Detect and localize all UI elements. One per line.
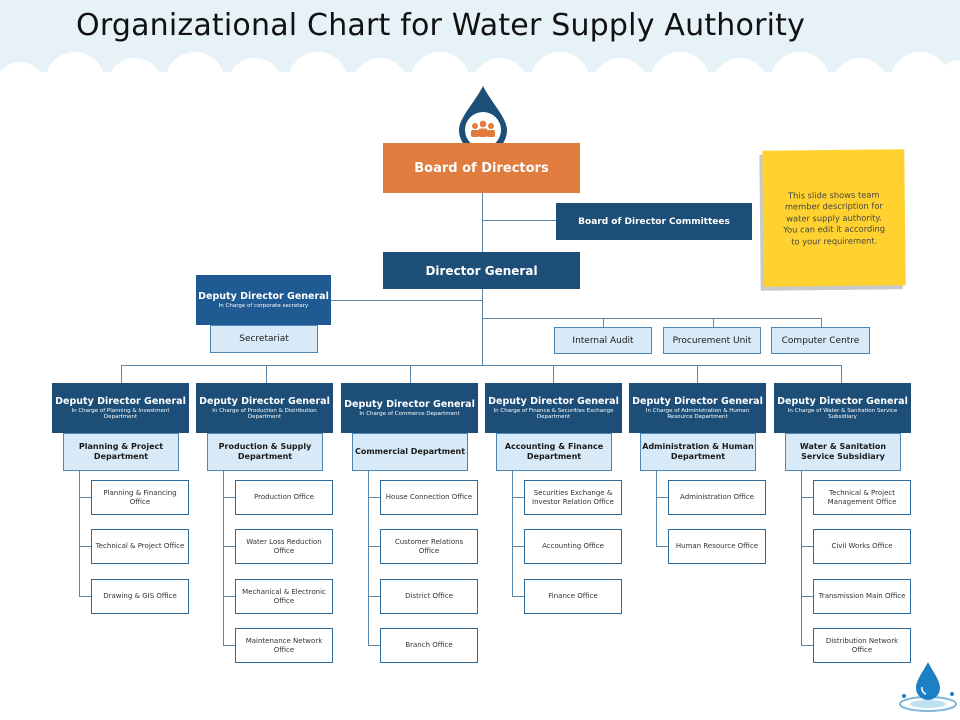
office-box-planning-2: Technical & Project Office bbox=[91, 529, 189, 564]
water-splash-icon bbox=[899, 662, 957, 712]
office-label: Technical & Project Office bbox=[95, 542, 185, 551]
office-label: Maintenance Network Office bbox=[245, 637, 323, 654]
office-box-commercial-3: District Office bbox=[380, 579, 478, 614]
computer-centre-box: Computer Centre bbox=[771, 327, 870, 354]
procurement-unit-box: Procurement Unit bbox=[663, 327, 761, 354]
office-box-water-sanitation-1: Technical & Project Management Office bbox=[813, 480, 911, 515]
office-label: Drawing & GIS Office bbox=[103, 592, 177, 601]
office-label: Technical & Project Management Office bbox=[827, 489, 897, 506]
office-box-accounting-1: Securities Exchange & Investor Relation … bbox=[524, 480, 622, 515]
committees-label: Board of Director Committees bbox=[578, 216, 730, 227]
office-label: Transmission Main Office bbox=[818, 592, 906, 601]
header-cloud-background bbox=[0, 0, 960, 95]
department-label: Water & Sanitation Service Subsidiary bbox=[799, 442, 887, 461]
office-label: Administration Office bbox=[680, 493, 754, 502]
office-label: Civil Works Office bbox=[831, 542, 893, 551]
director-general-box: Director General bbox=[383, 252, 580, 289]
deputy-subtitle: In Charge of Production & Distribution D… bbox=[212, 407, 317, 421]
office-label: Branch Office bbox=[405, 641, 453, 650]
page-title: Organizational Chart for Water Supply Au… bbox=[76, 8, 806, 43]
office-label: Securities Exchange & Investor Relation … bbox=[532, 489, 614, 506]
office-box-administration-2: Human Resource Office bbox=[668, 529, 766, 564]
computer-centre-label: Computer Centre bbox=[781, 335, 860, 346]
water-drop-team-icon bbox=[459, 86, 507, 154]
sticky-note-text: This slide shows team member description… bbox=[783, 189, 886, 247]
office-box-water-sanitation-3: Transmission Main Office bbox=[813, 579, 911, 614]
department-box-accounting: Accounting & Finance Department bbox=[496, 433, 612, 471]
department-label: Administration & Human Department bbox=[642, 442, 754, 461]
procurement-unit-label: Procurement Unit bbox=[672, 335, 752, 346]
deputy-corporate-box: Deputy Director General In Charge of cor… bbox=[196, 275, 331, 325]
office-label: District Office bbox=[405, 592, 453, 601]
department-box-production: Production & Supply Department bbox=[207, 433, 323, 471]
secretariat-label: Secretariat bbox=[239, 334, 289, 344]
office-box-planning-1: Planning & Financing Office bbox=[91, 480, 189, 515]
committees-box: Board of Director Committees bbox=[556, 203, 752, 240]
office-box-production-4: Maintenance Network Office bbox=[235, 628, 333, 663]
office-label: Production Office bbox=[254, 493, 314, 502]
office-box-commercial-4: Branch Office bbox=[380, 628, 478, 663]
office-box-accounting-3: Finance Office bbox=[524, 579, 622, 614]
office-label: Finance Office bbox=[548, 592, 598, 601]
office-box-administration-1: Administration Office bbox=[668, 480, 766, 515]
office-label: Water Loss Reduction Office bbox=[246, 538, 322, 555]
office-label: House Connection Office bbox=[385, 493, 473, 502]
department-box-administration: Administration & Human Department bbox=[640, 433, 756, 471]
deputy-title: Deputy Director General bbox=[632, 395, 763, 407]
office-box-production-1: Production Office bbox=[235, 480, 333, 515]
office-box-commercial-2: Customer Relations Office bbox=[380, 529, 478, 564]
office-box-planning-3: Drawing & GIS Office bbox=[91, 579, 189, 614]
board-of-directors-box: Board of Directors bbox=[383, 143, 580, 193]
office-label: Mechanical & Electronic Office bbox=[242, 588, 326, 605]
director-general-label: Director General bbox=[425, 263, 538, 278]
deputy-title: Deputy Director General bbox=[344, 398, 475, 410]
deputy-title: Deputy Director General bbox=[488, 395, 619, 407]
deputy-subtitle: In Charge of Planning & Investment Depar… bbox=[71, 407, 170, 421]
deputy-title: Deputy Director General bbox=[777, 395, 908, 407]
deputy-corporate-subtitle: In Charge of corporate secretary bbox=[218, 302, 309, 309]
department-box-commercial: Commercial Department bbox=[352, 433, 468, 471]
office-box-accounting-2: Accounting Office bbox=[524, 529, 622, 564]
sticky-note: This slide shows team member description… bbox=[762, 149, 906, 287]
secretariat-box: Secretariat bbox=[210, 325, 318, 353]
department-label: Commercial Department bbox=[354, 447, 466, 456]
office-box-commercial-1: House Connection Office bbox=[380, 480, 478, 515]
deputy-subtitle: In Charge of Finance & Securities Exchan… bbox=[493, 407, 614, 421]
office-label: Accounting Office bbox=[542, 542, 604, 551]
deputy-corporate-title: Deputy Director General bbox=[198, 290, 329, 302]
office-box-water-sanitation-2: Civil Works Office bbox=[813, 529, 911, 564]
office-label: Distribution Network Office bbox=[825, 637, 899, 654]
board-of-directors-label: Board of Directors bbox=[414, 160, 549, 176]
deputy-title: Deputy Director General bbox=[199, 395, 330, 407]
office-box-production-2: Water Loss Reduction Office bbox=[235, 529, 333, 564]
office-label: Customer Relations Office bbox=[394, 538, 464, 555]
department-label: Planning & Project Department bbox=[78, 442, 164, 461]
department-label: Accounting & Finance Department bbox=[504, 442, 604, 461]
deputy-subtitle: In Charge of Administration & Human Reso… bbox=[645, 407, 750, 421]
internal-audit-label: Internal Audit bbox=[572, 335, 634, 346]
internal-audit-box: Internal Audit bbox=[554, 327, 652, 354]
deputy-subtitle: In Charge of Commerce Department bbox=[359, 410, 460, 417]
office-box-production-3: Mechanical & Electronic Office bbox=[235, 579, 333, 614]
office-label: Planning & Financing Office bbox=[103, 489, 177, 506]
department-label: Production & Supply Department bbox=[218, 442, 312, 461]
office-box-water-sanitation-4: Distribution Network Office bbox=[813, 628, 911, 663]
office-label: Human Resource Office bbox=[675, 542, 759, 551]
deputy-title: Deputy Director General bbox=[55, 395, 186, 407]
deputy-subtitle: In Charge of Water & Sanitation Service … bbox=[787, 407, 898, 421]
department-box-water-sanitation: Water & Sanitation Service Subsidiary bbox=[785, 433, 901, 471]
department-box-planning: Planning & Project Department bbox=[63, 433, 179, 471]
